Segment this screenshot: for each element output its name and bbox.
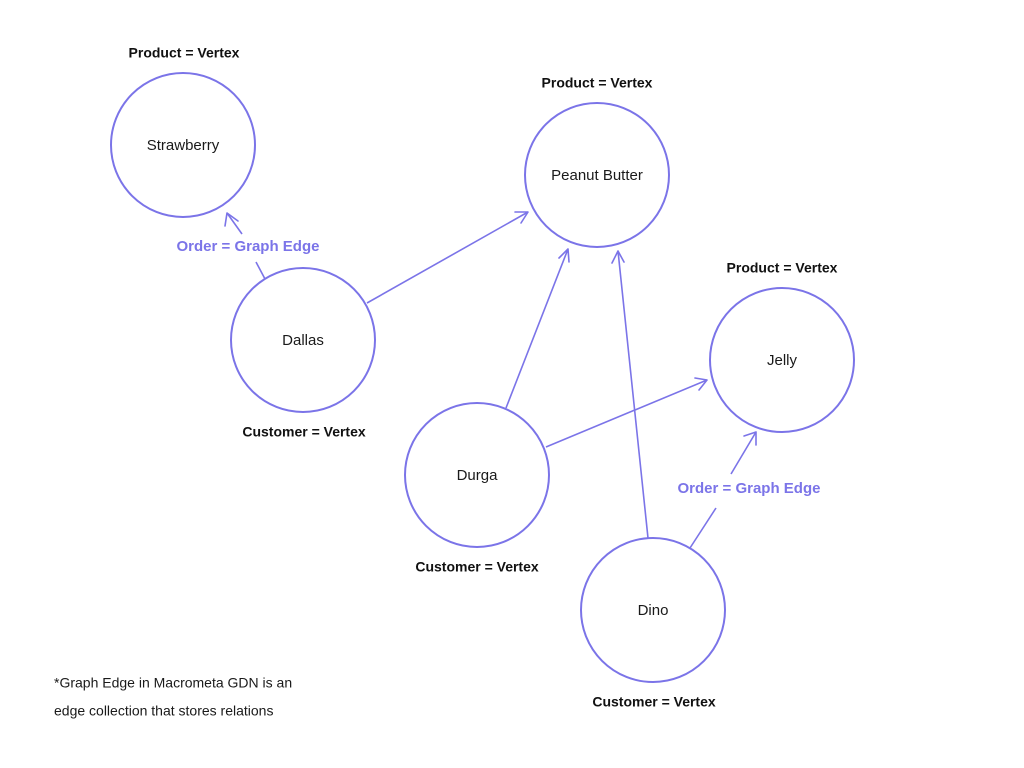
footnote: *Graph Edge in Macrometa GDN is an edge … (54, 675, 292, 719)
vertex-label: Dino (638, 602, 669, 619)
vertex-type-label: Product = Vertex (129, 45, 240, 61)
vertex-type-label: Product = Vertex (727, 260, 838, 276)
edge-durga-jelly (545, 379, 708, 448)
arrowhead-strawberry (224, 212, 239, 227)
node-dino: Dino Customer = Vertex (580, 537, 726, 710)
vertex-circle (230, 267, 376, 413)
edge-dino-jelly-upper (730, 431, 757, 475)
arrowhead-peanut-butter-from-durga (558, 248, 570, 263)
vertex-label: Peanut Butter (551, 167, 643, 184)
edge-durga-peanut-butter (505, 248, 569, 409)
vertex-label: Dallas (282, 332, 324, 349)
footnote-line-2: edge collection that stores relations (54, 703, 273, 719)
arrowhead-jelly-from-durga (694, 377, 708, 391)
vertex-type-label: Product = Vertex (542, 75, 653, 91)
node-dallas: Dallas Customer = Vertex (230, 267, 376, 440)
arrowhead-peanut-butter-from-dallas (514, 211, 529, 224)
edge-label-dallas-strawberry: Order = Graph Edge (177, 238, 320, 255)
edges (224, 211, 757, 549)
vertex-label: Strawberry (147, 137, 220, 154)
edge-dallas-strawberry (255, 261, 266, 280)
vertex-circle (524, 102, 670, 248)
node-durga: Durga Customer = Vertex (404, 402, 550, 575)
vertex-circle (580, 537, 726, 683)
vertex-label: Durga (457, 467, 499, 484)
node-jelly: Jelly Product = Vertex (709, 260, 855, 433)
edge-dino-peanut-butter (617, 250, 649, 539)
edge-dallas-peanut-butter (366, 211, 529, 304)
footnote-line-1: *Graph Edge in Macrometa GDN is an (54, 675, 292, 691)
edge-label-dino-jelly: Order = Graph Edge (678, 480, 821, 497)
vertex-circle (709, 287, 855, 433)
vertex-circle (404, 402, 550, 548)
arrowhead-jelly-from-dino (743, 431, 757, 446)
edge-dino-jelly (689, 507, 717, 549)
vertex-type-label: Customer = Vertex (242, 424, 366, 440)
vertex-label: Jelly (767, 352, 798, 369)
vertex-circle (110, 72, 256, 218)
vertex-type-label: Customer = Vertex (592, 694, 716, 710)
node-peanut-butter: Peanut Butter Product = Vertex (524, 75, 670, 248)
vertex-type-label: Customer = Vertex (415, 559, 539, 575)
arrowhead-peanut-butter-from-dino (611, 250, 625, 264)
edge-dallas-strawberry-upper (226, 212, 243, 235)
node-strawberry: Strawberry Product = Vertex (110, 45, 256, 218)
